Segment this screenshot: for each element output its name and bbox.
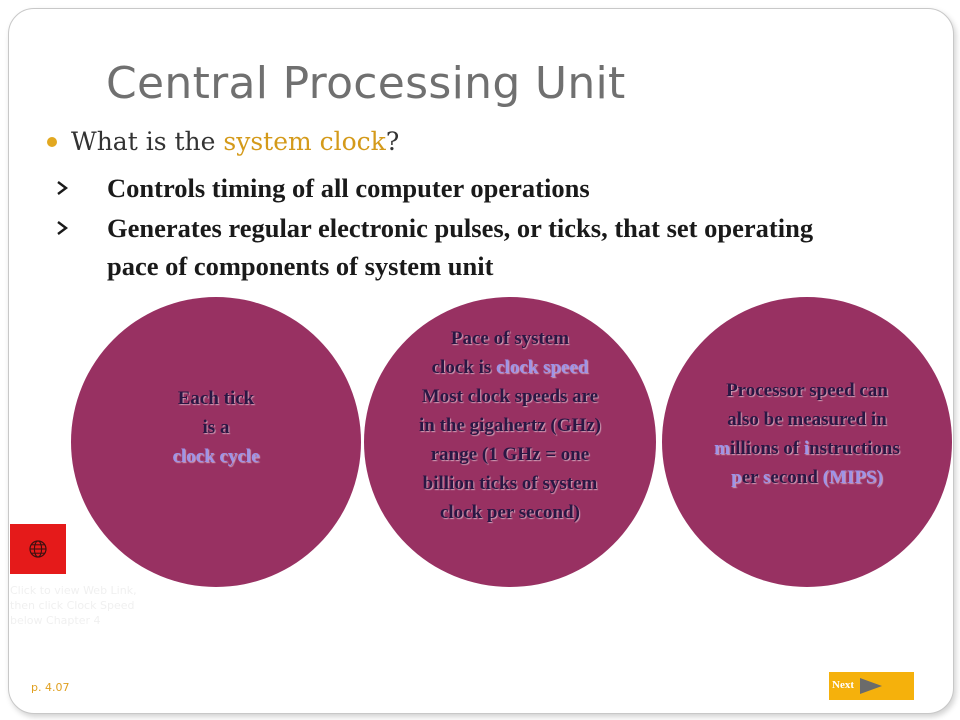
circle-line: also be measured in (727, 409, 887, 430)
mips-text: Processor speed can also be measured in … (714, 376, 900, 492)
circle-line-part: clock is (431, 356, 496, 378)
circle-letter-highlight: i (803, 438, 810, 459)
circle-line: millions of instructions (714, 434, 900, 463)
sub-bullet-text: Controls timing of all computer operatio… (107, 173, 590, 203)
clock-speed-circle: Pace of system clock is clock speed Most… (364, 297, 656, 587)
arrow-right-icon (860, 678, 882, 694)
next-button[interactable]: Next (829, 672, 914, 700)
circle-line-part: nstructions (809, 438, 900, 459)
clock-speed-text: Pace of system clock is clock speed Most… (419, 324, 601, 527)
weblink-caption[interactable]: Click to view Web Link, then click Clock… (10, 584, 137, 627)
slide-title: Central Processing Unit (106, 58, 626, 109)
page-reference: p. 4.07 (31, 681, 70, 694)
weblink-button[interactable] (10, 524, 66, 574)
circle-line-part: er (741, 467, 764, 488)
circle-line-highlight: (MIPS) (822, 467, 883, 488)
bullet-dot-icon (47, 137, 57, 147)
question-prefix: What is the (71, 126, 224, 156)
circle-line: per second (MIPS) (714, 463, 900, 492)
circle-line-highlight: clock cycle (172, 445, 260, 467)
circle-line: clock is clock speed (419, 353, 601, 382)
sub-bullet-text: Generates regular electronic pulses, or … (107, 213, 814, 281)
circle-letter-highlight: m (714, 438, 730, 459)
clock-cycle-circle: Each tick is a clock cycle (71, 297, 361, 587)
circle-line: Pace of system (450, 327, 570, 349)
globe-icon (29, 540, 47, 558)
circle-line: Each tick (177, 387, 255, 409)
circle-line: is a (202, 416, 230, 438)
question-highlight: system clock (223, 126, 386, 156)
circle-line-part: illions of (729, 438, 804, 459)
circle-line: in the gigahertz (GHz) (418, 414, 602, 436)
sub-bullet-2: Generates regular electronic pulses, or … (55, 209, 845, 285)
circle-line: billion ticks of system (422, 472, 598, 494)
circle-line: clock per second) (439, 501, 580, 523)
question-suffix: ? (385, 126, 400, 156)
question-bullet: What is the system clock? (47, 124, 399, 158)
circle-line: Most clock speeds are (421, 385, 599, 407)
arrow-bullet-icon (57, 221, 68, 235)
arrow-bullet-icon (57, 181, 68, 195)
circle-letter-highlight: s (763, 467, 771, 488)
next-label: Next (832, 679, 854, 691)
sub-bullet-1: Controls timing of all computer operatio… (55, 169, 845, 207)
clock-cycle-text: Each tick is a clock cycle (172, 384, 259, 471)
circle-letter-highlight: p (731, 467, 742, 488)
circle-line: Processor speed can (726, 380, 888, 401)
mips-circle: Processor speed can also be measured in … (662, 297, 952, 587)
circle-line-highlight: clock speed (496, 356, 589, 378)
circle-line: range (1 GHz = one (430, 443, 590, 465)
circle-line-part: econd (770, 467, 823, 488)
